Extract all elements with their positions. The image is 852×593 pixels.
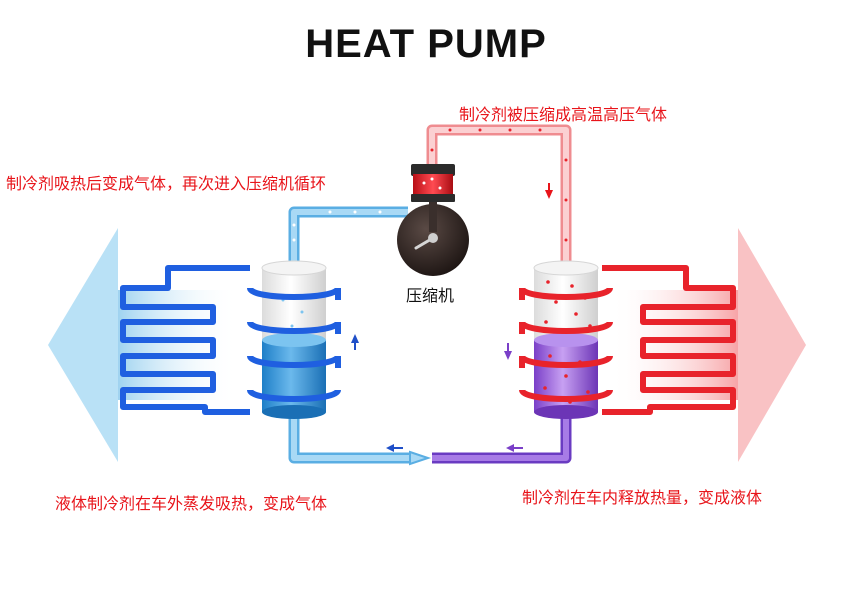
label-evaporator-return: 制冷剂吸热后变成气体，再次进入压缩机循环 xyxy=(6,174,327,193)
hot-air-arrow-shape xyxy=(738,228,806,462)
label-compressor-output: 制冷剂被压缩成高温高压气体 xyxy=(459,105,668,124)
label-condenser: 制冷剂在车内释放热量，变成液体 xyxy=(522,488,763,507)
cold-return-pipe xyxy=(288,206,408,268)
condenser-liquid-pipe xyxy=(432,412,572,464)
label-evaporator: 液体制冷剂在车外蒸发吸热，变成气体 xyxy=(55,494,328,513)
cold-air-arrow-shape xyxy=(48,228,118,462)
label-compressor: 压缩机 xyxy=(406,286,455,305)
flow-arrow-left-blue xyxy=(386,444,394,452)
flow-arrow-down-red xyxy=(545,190,553,199)
page-title: HEAT PUMP xyxy=(305,22,547,66)
flow-arrow-up-blue xyxy=(351,334,359,343)
condenser-coil xyxy=(519,286,613,402)
right-radiator-coil xyxy=(602,265,736,415)
evaporator-coil xyxy=(247,286,341,402)
cold-pipe-bubbles xyxy=(292,210,382,242)
left-radiator-coil xyxy=(120,265,250,415)
flow-arrow-left-purple xyxy=(506,444,514,452)
hot-pipe-bubbles xyxy=(430,128,568,242)
evaporator-bottom-pipe xyxy=(288,412,432,466)
compressor xyxy=(397,164,469,276)
flow-arrow-down-purple xyxy=(504,351,512,360)
